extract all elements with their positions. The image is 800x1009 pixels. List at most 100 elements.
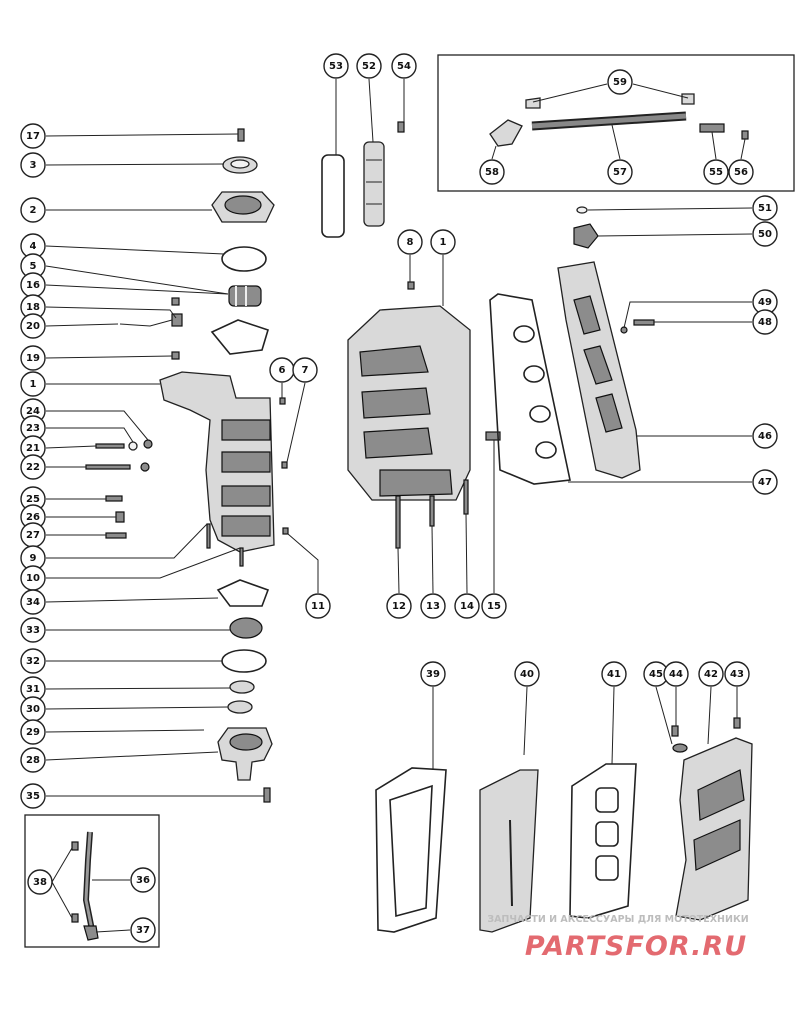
bolt-21 [95, 443, 125, 449]
callout-number: 34 [26, 597, 40, 608]
washer-23 [128, 441, 138, 451]
callout-circle [20, 371, 46, 397]
leader-line-30 [45, 706, 229, 710]
leader-line-52 [368, 78, 374, 143]
screw-44 [671, 725, 679, 737]
callout-number: 10 [26, 573, 40, 584]
callout-46: 46 [752, 423, 778, 449]
callout-number: 24 [26, 406, 40, 417]
callout-10: 10 [20, 565, 46, 591]
callout-number: 36 [136, 875, 150, 886]
callout-number: 41 [607, 669, 621, 680]
screw-54 [397, 121, 405, 133]
leader-line-40 [523, 686, 528, 756]
callout-44: 44 [663, 661, 689, 687]
callout-number: 15 [487, 601, 501, 612]
callout-number: 59 [613, 77, 627, 88]
callout-35: 35 [20, 783, 46, 809]
leader-line-57 [611, 124, 621, 160]
dowel-7 [281, 461, 288, 469]
callout-number: 2 [30, 205, 37, 216]
leader-line-11 [287, 533, 319, 593]
leader-line-19 [45, 355, 173, 359]
bolt-22 [85, 464, 131, 470]
callout-circle [724, 661, 750, 687]
fuel-line-inset-box [437, 54, 795, 192]
callout-number: 56 [734, 167, 748, 178]
gasket-5 [210, 319, 269, 355]
watermark-logo: PARTSFOR.RU [525, 931, 747, 962]
callout-number: 9 [30, 553, 37, 564]
fitting-55 [699, 123, 725, 133]
nut-56 [741, 130, 749, 140]
callout-47: 47 [752, 469, 778, 495]
leader-line-51 [587, 207, 753, 211]
callout-number: 43 [730, 669, 744, 680]
callout-30: 30 [20, 696, 46, 722]
callout-number: 30 [26, 704, 40, 715]
leader-line-20 [45, 323, 119, 327]
callout-16: 16 [20, 272, 46, 298]
callout-52: 52 [356, 53, 382, 79]
callout-number: 45 [649, 669, 663, 680]
callout-circle [20, 197, 46, 223]
leader-line-7 [286, 382, 306, 463]
callout-circle [20, 345, 46, 371]
callout-circle [752, 423, 778, 449]
stud-14 [463, 479, 469, 515]
leader-line-56 [740, 138, 746, 160]
callout-14: 14 [454, 593, 480, 619]
callout-number: 54 [397, 61, 411, 72]
callout-number: 18 [26, 302, 40, 313]
callout-number: 29 [26, 727, 40, 738]
callout-number: 3 [30, 160, 37, 171]
watermark-tagline: ЗАПЧАСТИ И АКСЕССУАРЫ ДЛЯ МОТОТЕХНИКИ [487, 914, 748, 925]
screw-43 [733, 717, 741, 729]
callout-circle [20, 123, 46, 149]
callout-number: 7 [302, 365, 309, 376]
callout-number: 52 [362, 61, 376, 72]
callout-number: 37 [136, 925, 150, 936]
callout-circle [130, 867, 156, 893]
leader-lines [45, 78, 753, 933]
callout-53: 53 [323, 53, 349, 79]
callout-15: 15 [481, 593, 507, 619]
callout-number: 39 [426, 669, 440, 680]
callout-number: 46 [758, 431, 772, 442]
dowel-6 [279, 397, 286, 405]
callout-circle [752, 195, 778, 221]
callout-number: 19 [26, 353, 40, 364]
leader-line-42 [707, 686, 712, 745]
callout-number: 49 [758, 297, 772, 308]
callout-19: 19 [20, 345, 46, 371]
callout-circle [20, 648, 46, 674]
callout-circle [698, 661, 724, 687]
callout-45: 45 [643, 661, 669, 687]
callout-34: 34 [20, 589, 46, 615]
leader-line-45 [655, 686, 673, 745]
o-ring-4 [221, 246, 267, 272]
callout-56: 56 [728, 159, 754, 185]
callout-33: 33 [20, 617, 46, 643]
reed-plate-52 [363, 141, 385, 227]
fitting-15 [485, 431, 501, 441]
callout-number: 14 [460, 601, 474, 612]
callout-27: 27 [20, 522, 46, 548]
leader-line-59 [532, 83, 608, 103]
callout-circle [20, 617, 46, 643]
leader-line-49 [623, 301, 752, 329]
callout-number: 44 [669, 669, 683, 680]
fitting-58 [489, 119, 523, 147]
callout-number: 51 [758, 203, 772, 214]
crankcase-cover-1 [159, 371, 275, 553]
fitting-26 [115, 511, 125, 523]
callout-42: 42 [698, 661, 724, 687]
leader-line-13 [431, 525, 434, 594]
callout-number: 53 [329, 61, 343, 72]
callout-3: 3 [20, 152, 46, 178]
exhaust-plate-40 [479, 769, 539, 933]
callout-32: 32 [20, 648, 46, 674]
callout-number: 22 [26, 462, 40, 473]
